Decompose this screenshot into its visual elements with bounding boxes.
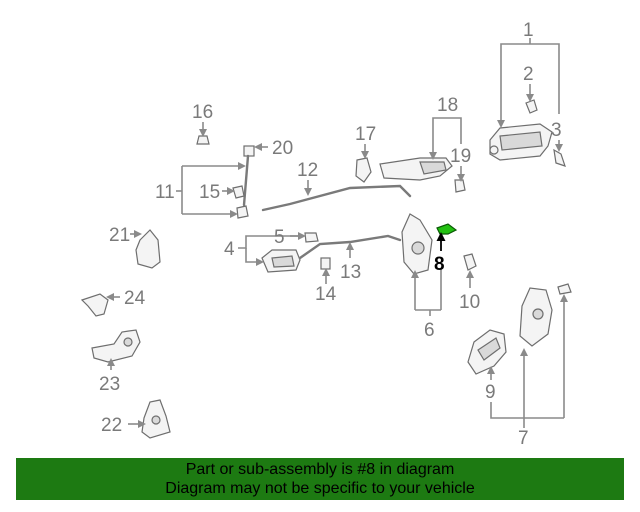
callout-17: 17 bbox=[355, 124, 376, 145]
callout-20: 20 bbox=[272, 138, 293, 159]
callout-23: 23 bbox=[99, 374, 120, 395]
callout-7: 7 bbox=[518, 428, 529, 449]
part-14-clip bbox=[320, 257, 331, 270]
callout-2: 2 bbox=[523, 64, 534, 85]
part-22-hinge bbox=[141, 399, 171, 439]
callout-3: 3 bbox=[551, 120, 562, 141]
part-3-clip bbox=[553, 148, 566, 167]
part-16-grommet bbox=[196, 135, 210, 145]
callout-12: 12 bbox=[297, 160, 318, 181]
callout-19: 19 bbox=[450, 146, 471, 167]
callout-10: 10 bbox=[459, 292, 480, 313]
part-6-latch bbox=[401, 213, 433, 275]
part-19-pin bbox=[454, 179, 466, 193]
callout-13: 13 bbox=[340, 262, 361, 283]
callout-18: 18 bbox=[437, 95, 458, 116]
part-21-bracket bbox=[135, 229, 161, 269]
part-23-hinge bbox=[91, 329, 141, 363]
part-9-rear-handle bbox=[467, 329, 507, 375]
callout-6: 6 bbox=[424, 320, 435, 341]
callout-21: 21 bbox=[109, 225, 130, 246]
callout-14: 14 bbox=[315, 284, 337, 305]
part-12-rod bbox=[261, 184, 412, 212]
part-7-clip bbox=[557, 283, 572, 295]
part-7-rear-latch bbox=[519, 287, 553, 347]
callout-24: 24 bbox=[124, 288, 146, 309]
part-5-clip bbox=[304, 232, 319, 243]
part-10-bracket bbox=[463, 253, 477, 271]
banner-line-2: Diagram may not be specific to your vehi… bbox=[165, 480, 475, 497]
callout-5: 5 bbox=[274, 227, 285, 248]
callout-22: 22 bbox=[101, 415, 122, 436]
callout-16: 16 bbox=[192, 102, 213, 123]
part-2-clip bbox=[525, 99, 538, 114]
callout-15: 15 bbox=[199, 182, 220, 203]
callout-11: 11 bbox=[155, 182, 175, 203]
callout-4: 4 bbox=[224, 239, 235, 260]
part-1-outside-handle bbox=[489, 123, 553, 161]
leader-lines bbox=[106, 38, 568, 428]
part-8-highlighted[interactable] bbox=[436, 223, 458, 235]
banner-line-1: Part or sub-assembly is #8 in diagram bbox=[185, 461, 455, 478]
part-11-linkage bbox=[232, 145, 255, 219]
callout-8[interactable]: 8 bbox=[434, 254, 445, 275]
part-4-inside-handle bbox=[261, 249, 301, 273]
part-17-clip bbox=[355, 157, 372, 183]
callout-labels: 1 2 3 16 20 11 15 12 17 18 19 21 4 5 13 … bbox=[99, 20, 562, 449]
part-24-bracket bbox=[80, 293, 109, 317]
callout-1: 1 bbox=[523, 20, 534, 41]
exploded-parts-diagram: 1 2 3 16 20 11 15 12 17 18 19 21 4 5 13 … bbox=[80, 20, 572, 449]
info-banner: Part or sub-assembly is #8 in diagram Di… bbox=[16, 458, 624, 500]
part-18-actuator bbox=[379, 157, 453, 181]
callout-9: 9 bbox=[485, 382, 496, 403]
